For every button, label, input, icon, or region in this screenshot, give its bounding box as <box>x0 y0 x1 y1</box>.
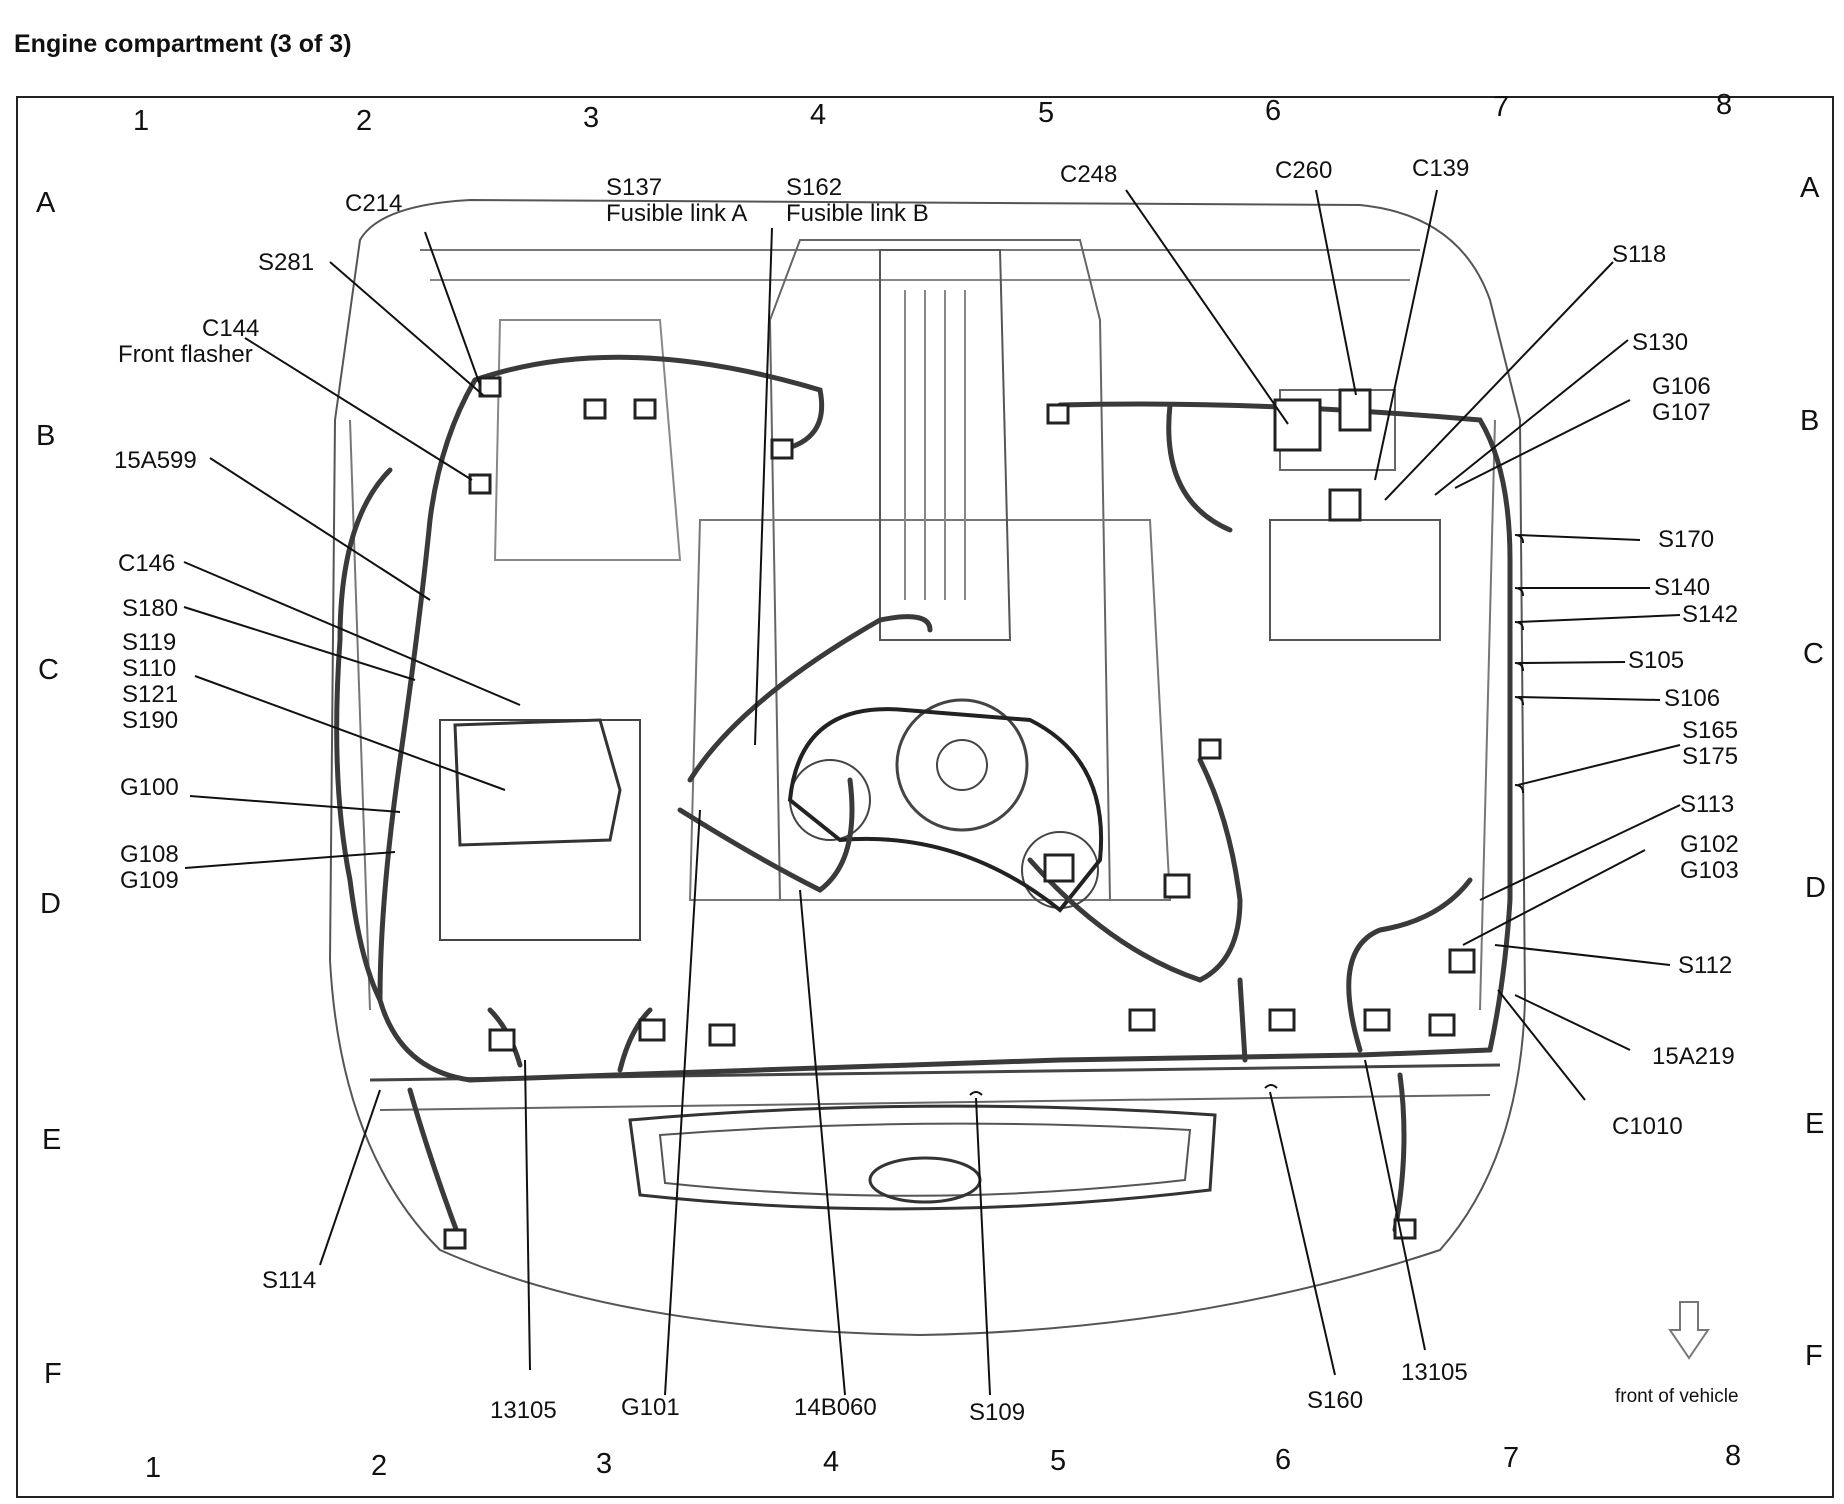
grid-col-7-bottom: 7 <box>1503 1442 1520 1474</box>
grid-row-a-right: A <box>1800 172 1820 204</box>
grid-col-2-bottom: 2 <box>371 1450 388 1482</box>
callout-g102: G102 <box>1680 831 1739 858</box>
callout-s137: S137 <box>606 174 663 201</box>
grid-row-e: E <box>42 1124 62 1156</box>
callout-c146: C146 <box>118 550 176 577</box>
grid-row-f-right: F <box>1805 1340 1823 1372</box>
callout-15a599: 15A599 <box>114 447 197 474</box>
callout-g107: G107 <box>1652 399 1711 426</box>
grid-col-2: 2 <box>356 105 373 137</box>
callout-c144-desc: Front flasher <box>118 341 253 368</box>
grid-col-3: 3 <box>583 102 600 134</box>
callout-c248: C248 <box>1060 161 1118 188</box>
callout-c1010: C1010 <box>1612 1113 1683 1140</box>
grid-row-b: B <box>36 420 56 452</box>
callout-s130: S130 <box>1632 329 1689 356</box>
callout-13105-right: 13105 <box>1401 1359 1468 1386</box>
callout-g101: G101 <box>621 1394 680 1421</box>
callout-s114: S114 <box>262 1267 317 1294</box>
callout-g108: G108 <box>120 841 179 868</box>
grid-row-b-right: B <box>1800 405 1820 437</box>
callout-15a219: 15A219 <box>1652 1043 1735 1070</box>
callout-s142: S142 <box>1682 601 1739 628</box>
callout-s119: S119 <box>122 629 177 656</box>
grid-col-5-bottom: 5 <box>1050 1445 1067 1477</box>
callout-s137-desc: Fusible link A <box>606 200 748 227</box>
callout-s170: S170 <box>1658 526 1715 553</box>
front-of-vehicle-label: front of vehicle <box>1615 1386 1739 1407</box>
callout-c260: C260 <box>1275 157 1333 184</box>
grid-col-7: 7 <box>1493 91 1510 123</box>
callout-c144: C144 <box>202 315 260 342</box>
callout-s190: S190 <box>122 707 179 734</box>
callout-s140: S140 <box>1654 574 1711 601</box>
callout-13105-left: 13105 <box>490 1397 557 1424</box>
callout-g106: G106 <box>1652 373 1711 400</box>
front-arrow-icon <box>1668 1301 1710 1360</box>
grid-col-1-bottom: 1 <box>145 1452 162 1484</box>
grid-col-6-bottom: 6 <box>1275 1444 1292 1476</box>
grid-col-5: 5 <box>1038 97 1055 129</box>
grid-col-8: 8 <box>1716 89 1733 121</box>
grid-col-8-bottom: 8 <box>1725 1440 1742 1472</box>
callout-s160: S160 <box>1307 1387 1364 1414</box>
callout-s162-desc: Fusible link B <box>786 200 929 227</box>
grid-row-c: C <box>38 654 59 686</box>
callout-s162: S162 <box>786 174 843 201</box>
callout-c214: C214 <box>345 190 403 217</box>
grid-col-6: 6 <box>1265 95 1282 127</box>
callout-g100: G100 <box>120 774 179 801</box>
diagram-frame <box>16 96 1834 1498</box>
callout-s110: S110 <box>122 655 177 682</box>
callout-s105: S105 <box>1628 647 1685 674</box>
callout-s281: S281 <box>258 249 315 276</box>
grid-row-f: F <box>44 1358 62 1390</box>
grid-col-1: 1 <box>133 105 150 137</box>
page-title: Engine compartment (3 of 3) <box>14 30 352 58</box>
callout-s180: S180 <box>122 595 179 622</box>
grid-row-a: A <box>36 187 56 219</box>
callout-s165: S165 <box>1682 717 1739 744</box>
callout-s109: S109 <box>969 1399 1026 1426</box>
grid-col-4: 4 <box>810 99 827 131</box>
callout-s118: S118 <box>1612 241 1667 268</box>
grid-row-d-right: D <box>1805 872 1826 904</box>
callout-c139: C139 <box>1412 155 1470 182</box>
callout-g109: G109 <box>120 867 179 894</box>
callout-s121: S121 <box>122 681 179 708</box>
grid-row-d: D <box>40 888 61 920</box>
callout-s106: S106 <box>1664 685 1721 712</box>
callout-s113: S113 <box>1680 791 1735 818</box>
callout-g103: G103 <box>1680 857 1739 884</box>
grid-col-4-bottom: 4 <box>823 1446 840 1478</box>
grid-col-3-bottom: 3 <box>596 1448 613 1480</box>
callout-14b060: 14B060 <box>794 1394 877 1421</box>
grid-row-c-right: C <box>1803 638 1824 670</box>
callout-s175: S175 <box>1682 743 1739 770</box>
grid-row-e-right: E <box>1805 1108 1825 1140</box>
callout-s112: S112 <box>1678 952 1733 979</box>
